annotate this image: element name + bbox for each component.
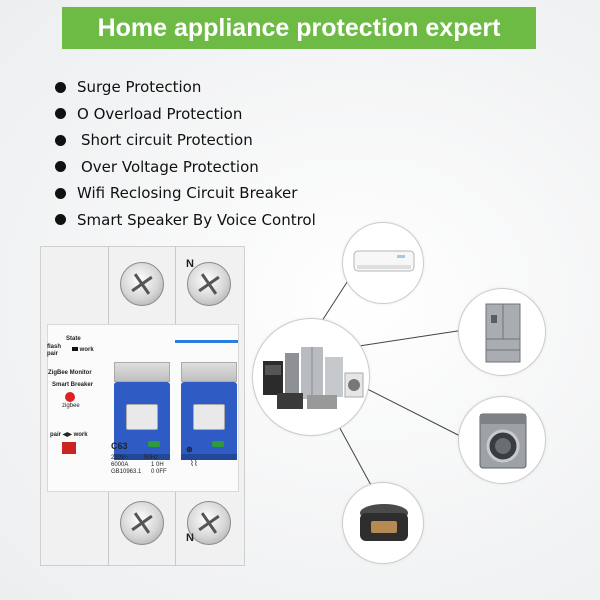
- bullet-icon: [55, 161, 66, 173]
- zigbee-label: zigbee: [62, 403, 80, 409]
- diagram-symbol-icon: ⌇⌇: [190, 459, 198, 468]
- breaker-lever[interactable]: [114, 382, 170, 460]
- capacity-spec: 6000A: [111, 462, 129, 468]
- feature-item: O Overload Protection: [55, 101, 316, 128]
- lever-housing: [181, 362, 237, 382]
- feature-item: Surge Protection: [55, 74, 316, 101]
- smart-breaker-label: Smart Breaker: [52, 382, 94, 388]
- status-led: [148, 441, 160, 447]
- status-led: [212, 441, 224, 447]
- headline-text: Home appliance protection expert: [97, 13, 501, 42]
- neutral-label: N: [186, 532, 194, 544]
- zigbee-logo-icon: [65, 392, 75, 402]
- rice-cooker-circle: [342, 482, 424, 564]
- screw-terminal-icon: [187, 262, 231, 306]
- pair-work-label: pair ◀▶ work: [50, 432, 88, 438]
- blue-strip: [175, 340, 238, 343]
- air-conditioner-icon: [353, 250, 415, 272]
- feature-list: Surge Protection O Overload Protection S…: [55, 74, 316, 233]
- indicator-icon: [72, 347, 78, 352]
- on-label: 1 0H: [151, 462, 164, 468]
- bullet-icon: [55, 214, 66, 226]
- standard-spec: GB10963.1: [111, 469, 142, 475]
- circuit-breaker-illustration: N N State flash pair work ZigBee Monitor…: [40, 246, 245, 566]
- lever-handle[interactable]: [193, 404, 225, 430]
- bullet-icon: [55, 81, 66, 93]
- feature-item: Over Voltage Protection: [55, 154, 316, 181]
- model-label: C63: [111, 441, 128, 451]
- brand-logo-icon: [62, 442, 76, 454]
- bullet-icon: [55, 108, 66, 120]
- screw-terminal-icon: [187, 501, 231, 545]
- flash-label: flash: [47, 344, 62, 350]
- bullet-icon: [55, 187, 66, 199]
- screw-terminal-icon: [120, 501, 164, 545]
- neutral-label: N: [186, 258, 194, 270]
- pair-label: pair: [47, 351, 59, 357]
- voltage-spec: 230V~: [111, 455, 129, 461]
- air-conditioner-circle: [342, 222, 424, 304]
- feature-item: Short circuit Protection: [55, 127, 316, 154]
- appliances-group-icon: [263, 347, 364, 409]
- zigbee-monitor-label: ZigBee Monitor: [48, 370, 92, 376]
- off-label: 0 0FF: [151, 469, 167, 475]
- appliances-hub: [252, 318, 370, 436]
- bullet-icon: [55, 134, 66, 146]
- washing-machine-circle: [458, 396, 546, 484]
- state-indicator: work: [72, 347, 94, 354]
- lever-handle[interactable]: [126, 404, 158, 430]
- certification-mark-icon: ⊛: [186, 445, 193, 454]
- washing-machine-icon: [479, 413, 527, 469]
- headline-banner: Home appliance protection expert: [62, 7, 536, 49]
- frequency-spec: 50Hz: [144, 455, 159, 461]
- screw-terminal-icon: [120, 262, 164, 306]
- refrigerator-icon: [485, 303, 521, 363]
- breaker-lever[interactable]: [181, 382, 237, 460]
- refrigerator-circle: [458, 288, 546, 376]
- lever-housing: [114, 362, 170, 382]
- rice-cooker-icon: [360, 504, 408, 541]
- state-label: State: [66, 336, 81, 342]
- feature-item: Smart Speaker By Voice Control: [55, 207, 316, 234]
- feature-item: Wifi Reclosing Circuit Breaker: [55, 180, 316, 207]
